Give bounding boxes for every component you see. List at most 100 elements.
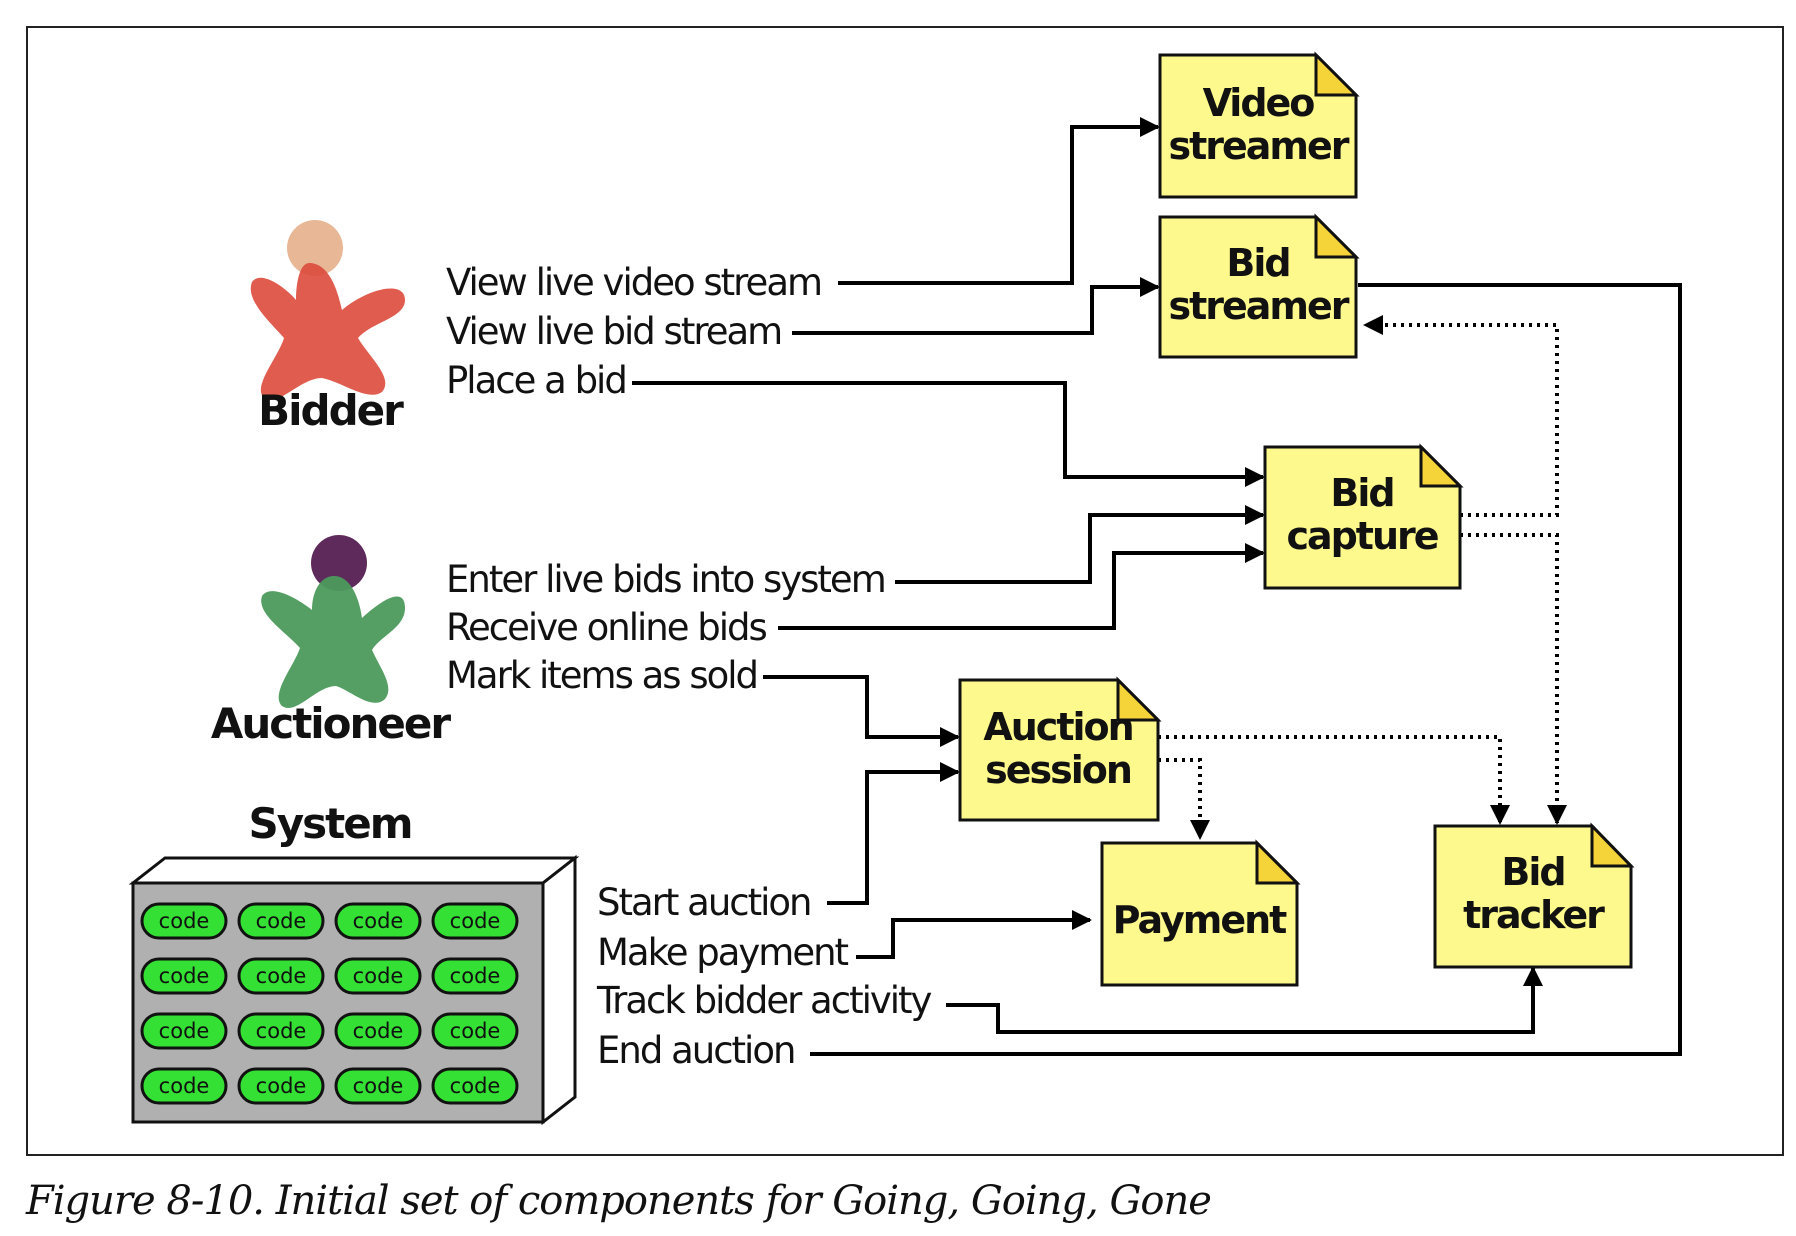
action-enter-bids: Enter live bids into system xyxy=(446,558,885,601)
code-module-label: code xyxy=(450,1019,501,1043)
system-title: System xyxy=(249,799,412,848)
code-module: code xyxy=(237,1067,325,1105)
code-module: code xyxy=(237,1012,325,1050)
bidder-body xyxy=(250,262,405,401)
dotted-capture-to-bid-tracker xyxy=(1460,533,1567,825)
dotted-session-to-payment xyxy=(1158,758,1210,840)
code-module: code xyxy=(140,957,228,995)
bid-streamer-corner xyxy=(1314,213,1360,259)
code-module-pill xyxy=(334,1012,422,1050)
code-module-label: code xyxy=(450,1074,501,1098)
bid-capture-line-2: capture xyxy=(1286,514,1437,558)
code-module-pill xyxy=(334,1067,422,1105)
payment-box xyxy=(1100,841,1299,987)
code-module: code xyxy=(431,1012,519,1050)
connector-place-bid xyxy=(632,381,1265,487)
code-module-label: code xyxy=(450,909,501,933)
code-module-label: code xyxy=(353,1019,404,1043)
code-module: code xyxy=(431,902,519,940)
dotted-connectors xyxy=(1158,315,1567,840)
action-labels: View live video stream View live bid str… xyxy=(446,261,934,1072)
video-streamer-line-1: Video xyxy=(1203,81,1315,125)
code-module-pill xyxy=(237,902,325,940)
bid-tracker-line-2: tracker xyxy=(1463,893,1605,937)
action-view-bids: View live bid stream xyxy=(446,310,781,353)
dotted-session-to-bid-tracker xyxy=(1158,735,1510,825)
bidder-head xyxy=(287,220,343,276)
auction-session-corner xyxy=(1116,676,1162,722)
video-streamer-box xyxy=(1158,53,1358,199)
auction-session-line-2: session xyxy=(985,748,1131,792)
payment-corner xyxy=(1255,839,1301,885)
code-module: code xyxy=(334,1012,422,1050)
code-module-label: code xyxy=(450,964,501,988)
component-auction-session: Auction session xyxy=(958,676,1162,822)
component-video-streamer: Video streamer xyxy=(1158,51,1360,199)
code-module-pill xyxy=(237,957,325,995)
bid-streamer-box xyxy=(1158,215,1358,359)
system-top-face xyxy=(128,856,580,885)
code-module: code xyxy=(237,902,325,940)
connector-view-video xyxy=(838,117,1160,285)
code-module-label: code xyxy=(256,909,307,933)
solid-connectors xyxy=(632,117,1682,1056)
connector-start-auction xyxy=(827,762,960,905)
connector-enter-bids xyxy=(895,505,1265,584)
code-module-label: code xyxy=(256,1074,307,1098)
action-make-payment: Make payment xyxy=(597,931,849,974)
code-module: code xyxy=(431,1067,519,1105)
bid-capture-corner xyxy=(1419,443,1464,488)
connector-make-payment xyxy=(856,910,1092,959)
bid-streamer-line-2: streamer xyxy=(1168,284,1349,328)
code-module-pill xyxy=(140,902,228,940)
code-module-pill xyxy=(334,957,422,995)
code-module-pill xyxy=(431,902,519,940)
code-module-label: code xyxy=(256,1019,307,1043)
bid-capture-line-1: Bid xyxy=(1330,471,1393,515)
code-module: code xyxy=(334,1067,422,1105)
payment-line-1: Payment xyxy=(1113,898,1287,942)
code-module-label: code xyxy=(159,1019,210,1043)
component-bid-streamer: Bid streamer xyxy=(1158,213,1360,359)
system-side-face xyxy=(541,854,577,1126)
action-start-auction: Start auction xyxy=(597,881,811,924)
code-module-label: code xyxy=(353,909,404,933)
video-streamer-line-2: streamer xyxy=(1168,124,1349,168)
bid-tracker-line-1: Bid xyxy=(1501,850,1564,894)
code-module-label: code xyxy=(159,1074,210,1098)
code-module-pill xyxy=(140,1067,228,1105)
code-module: code xyxy=(334,957,422,995)
component-bid-tracker: Bid tracker xyxy=(1433,822,1635,969)
auctioneer-actor: Auctioneer xyxy=(211,535,453,748)
auctioneer-body xyxy=(261,576,405,709)
code-module: code xyxy=(140,1067,228,1105)
action-mark-sold: Mark items as sold xyxy=(446,654,757,697)
figure-caption: Figure 8-10. Initial set of components f… xyxy=(26,1178,1212,1224)
component-payment: Payment xyxy=(1100,839,1301,987)
code-module: code xyxy=(334,902,422,940)
code-module-pill xyxy=(431,957,519,995)
auction-session-line-1: Auction xyxy=(983,705,1132,749)
connector-view-bids xyxy=(792,277,1160,335)
bidder-label: Bidder xyxy=(258,386,404,435)
auctioneer-label: Auctioneer xyxy=(211,699,452,748)
component-bid-capture: Bid capture xyxy=(1263,443,1464,590)
code-module-label: code xyxy=(159,909,210,933)
code-module-pill xyxy=(431,1067,519,1105)
code-module-grid: code code code code code code code code code code… xyxy=(140,902,519,1105)
auctioneer-head xyxy=(311,535,367,591)
code-module-pill xyxy=(140,957,228,995)
action-track-activity: Track bidder activity xyxy=(596,979,932,1022)
connector-end-auction xyxy=(810,283,1682,1056)
code-module-pill xyxy=(237,1012,325,1050)
dotted-capture-to-bid-streamer xyxy=(1363,315,1559,517)
connector-mark-sold xyxy=(763,675,960,747)
action-end-auction: End auction xyxy=(597,1029,794,1072)
code-module-pill xyxy=(334,902,422,940)
action-place-bid: Place a bid xyxy=(446,359,626,402)
bid-capture-box xyxy=(1263,445,1462,590)
connector-receive-bids xyxy=(778,543,1265,630)
action-view-video: View live video stream xyxy=(446,261,821,304)
